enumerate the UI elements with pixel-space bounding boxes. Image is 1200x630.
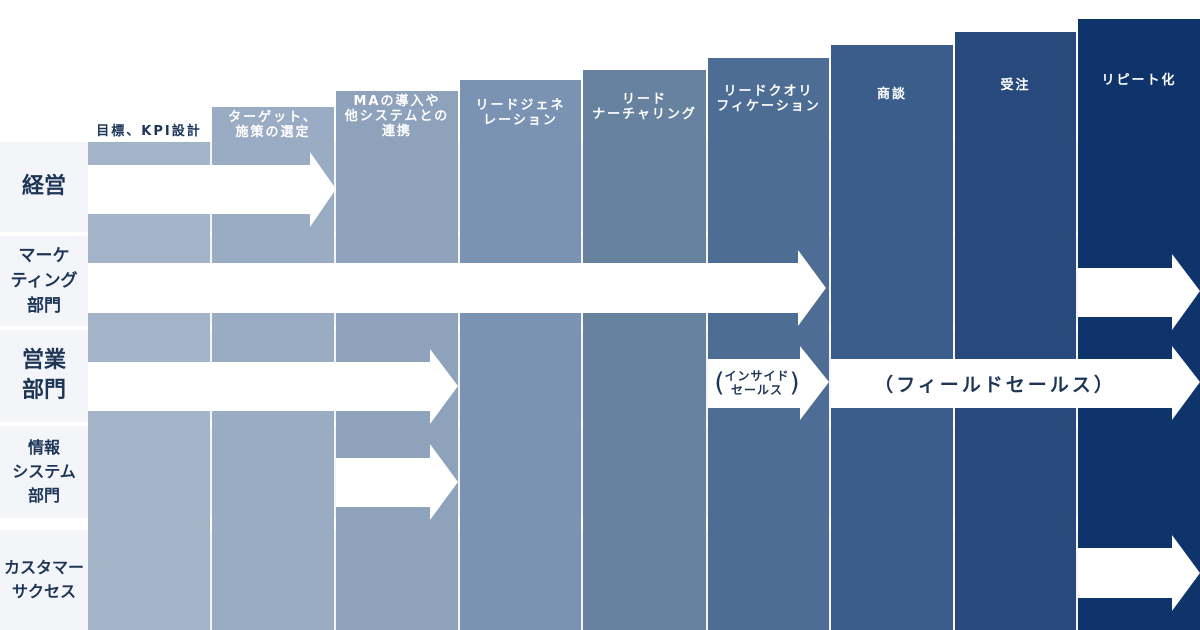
stage-label: 目標、KPI設計 (96, 124, 202, 139)
field-sales-text: フィールドセールス (896, 373, 1094, 396)
stage-label: リードジェネ レーション (475, 98, 566, 128)
stage-label: ターゲット、 施策の選定 (228, 110, 318, 140)
inside-sales-text: インサイド セールス (724, 369, 790, 397)
open-paren: ( (714, 368, 725, 398)
department-sales: 営業 部門 (21, 348, 66, 403)
arrow-it (336, 444, 458, 520)
stage-label: リードクオリ フィケーション (716, 84, 821, 114)
stage-column-lead-generation: リードジェネ レーション (460, 80, 581, 630)
department-marketing: マーケ ティング 部門 (10, 245, 78, 316)
arrow-inside-sales (708, 346, 829, 420)
department-customer-success: カスタマー サクセス (3, 558, 84, 601)
department-it: 情報 システム 部門 (12, 438, 76, 505)
arrow-sales (88, 349, 458, 424)
arrow-marketing (88, 250, 826, 326)
inside-sales-label: ( インサイド セールス ) (704, 364, 810, 402)
stage-column-lead-qualification: リードクオリ フィケーション (708, 58, 829, 630)
stage-label: 商談 (876, 87, 907, 102)
open-paren: （ (874, 373, 897, 396)
stage-label: 受注 (1000, 78, 1031, 93)
stage-label: MAの導入や 他システムとの 連携 (344, 94, 450, 139)
stage-column-negotiation: 商談 (831, 45, 953, 630)
stage-column-lead-nurturing: リード ナーチャリング (583, 70, 706, 630)
arrow-marketing-repeat (1078, 254, 1200, 330)
close-paren: ） (1093, 373, 1116, 396)
arrow-field-sales (831, 346, 1200, 420)
close-paren: ) (789, 368, 800, 398)
stage-column-order: 受注 (955, 32, 1076, 630)
stage-label: リード ナーチャリング (592, 92, 697, 122)
stage-label: リピート化 (1101, 73, 1177, 88)
department-management: 経営 (21, 174, 66, 199)
field-sales-label: （ フィールドセールス ） (860, 364, 1130, 402)
arrow-cs-repeat (1078, 535, 1200, 611)
stage-column-repeat: リピート化 (1078, 19, 1200, 630)
arrow-management (88, 152, 336, 227)
